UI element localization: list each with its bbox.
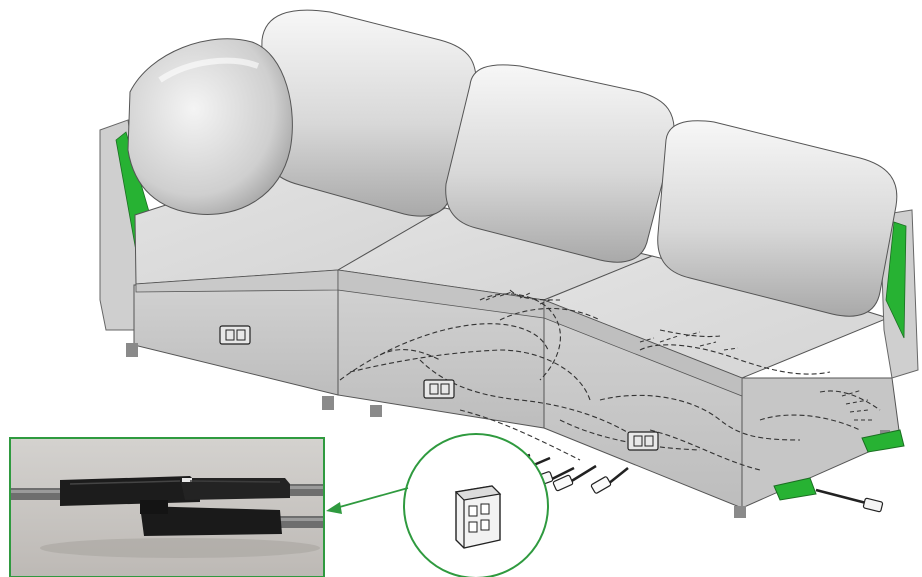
connector-block-icon — [454, 485, 502, 549]
leg — [126, 343, 138, 357]
leg — [322, 396, 334, 410]
hidden-cable-routing — [339, 289, 881, 471]
leg — [734, 506, 746, 518]
back-cushion-right-middle — [445, 64, 675, 263]
callout-arrow — [326, 487, 409, 514]
leg — [370, 405, 382, 417]
right-green-panel — [885, 221, 907, 339]
floor-connector-right — [861, 429, 905, 453]
side-pillow-left — [127, 38, 293, 215]
connector-photo-inset — [9, 437, 325, 577]
center-base-outlet — [423, 379, 455, 399]
left-base-outlet — [219, 325, 251, 345]
connector-closeup-circle — [403, 433, 549, 577]
floor-connector-bottom — [773, 477, 884, 513]
back-cushion-right — [657, 120, 898, 317]
right-base-outlet — [627, 431, 659, 451]
hidden-harness-clutter — [485, 291, 874, 421]
seat-front-right — [543, 299, 743, 397]
